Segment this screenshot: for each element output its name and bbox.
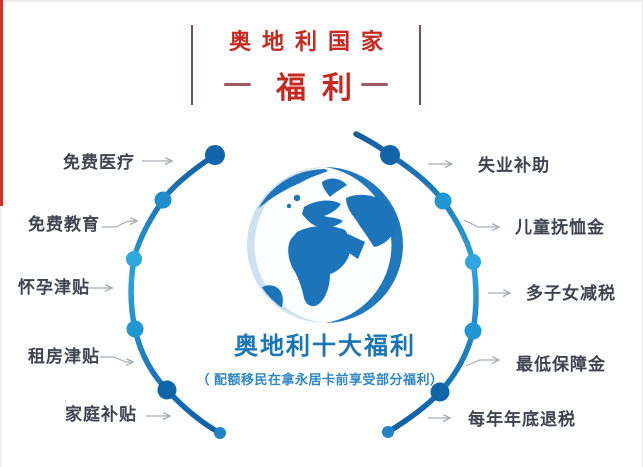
arc-node-dot xyxy=(214,427,226,439)
leader-lines xyxy=(88,161,510,418)
left-dash-rule xyxy=(224,83,251,86)
leader-line xyxy=(465,360,499,367)
header-title-block: 奥地利国家 福利 xyxy=(191,25,421,105)
center-subtitle: （ 配额移民在拿永居卡前享受部分福利） xyxy=(196,372,444,387)
arc-node-dot xyxy=(382,426,394,438)
benefit-label-unemployment-benefit: 失业补助 xyxy=(478,156,550,175)
leader-line xyxy=(463,219,499,227)
top-edge-border xyxy=(0,0,643,2)
benefit-label-multi-child-tax-cut: 多子女减税 xyxy=(526,284,616,303)
arc-node-dot xyxy=(157,380,177,400)
benefit-label-year-end-tax-refund: 每年年底退税 xyxy=(468,410,576,429)
left-red-edge xyxy=(0,0,3,206)
benefit-label-free-medical: 免费医疗 xyxy=(63,153,135,172)
benefit-label-rent-allowance: 租房津贴 xyxy=(28,347,100,366)
arc-node-dot xyxy=(464,322,482,340)
center-title: 奥地利十大福利 xyxy=(234,333,416,360)
arc-node-dot xyxy=(154,191,172,209)
benefit-label-minimum-guarantee: 最低保障金 xyxy=(516,355,606,374)
benefit-label-child-pension: 儿童抚恤金 xyxy=(515,218,605,237)
arc-node-dot xyxy=(380,145,400,165)
benefit-label-family-subsidy: 家庭补贴 xyxy=(65,405,137,424)
arc-node-dot xyxy=(465,254,481,270)
page-title: 奥地利国家 xyxy=(228,28,394,54)
right-edge-border xyxy=(641,0,643,467)
benefit-label-free-education: 免费教育 xyxy=(28,215,100,234)
left-gray-edge xyxy=(0,206,2,467)
arc-node-dot xyxy=(126,320,144,338)
arc-node-dot xyxy=(434,192,452,210)
page-subtitle: 福利 xyxy=(276,71,368,105)
arc-node-dot xyxy=(126,251,142,267)
arc-node-dot xyxy=(205,145,225,165)
arc-node-dot xyxy=(430,382,450,402)
leader-line xyxy=(102,221,137,228)
leader-line xyxy=(100,356,133,362)
right-arc-nodes xyxy=(380,145,482,438)
benefit-label-pregnancy-allowance: 怀孕津贴 xyxy=(18,278,90,297)
right-dash-rule xyxy=(361,83,388,86)
globe-icon xyxy=(247,167,403,323)
page-subtitle-row: 福利 xyxy=(224,63,388,107)
left-arc-nodes xyxy=(126,145,226,439)
